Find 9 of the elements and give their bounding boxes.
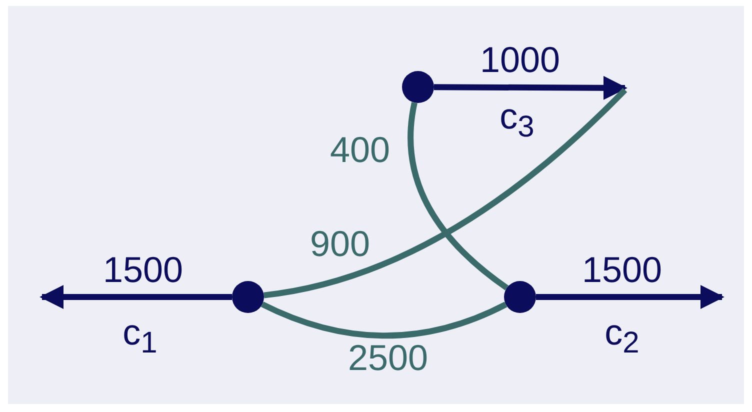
arrow (40, 285, 232, 309)
node-label: c$_{2}$ (604, 313, 640, 362)
node-label: c$_{1}$ (122, 313, 158, 362)
node-label: c$_{3}$ (498, 97, 536, 146)
connector-line (261, 302, 508, 339)
connector-line (408, 102, 509, 290)
arrow (536, 285, 724, 309)
connector-line (263, 88, 628, 298)
arrow (434, 76, 628, 100)
